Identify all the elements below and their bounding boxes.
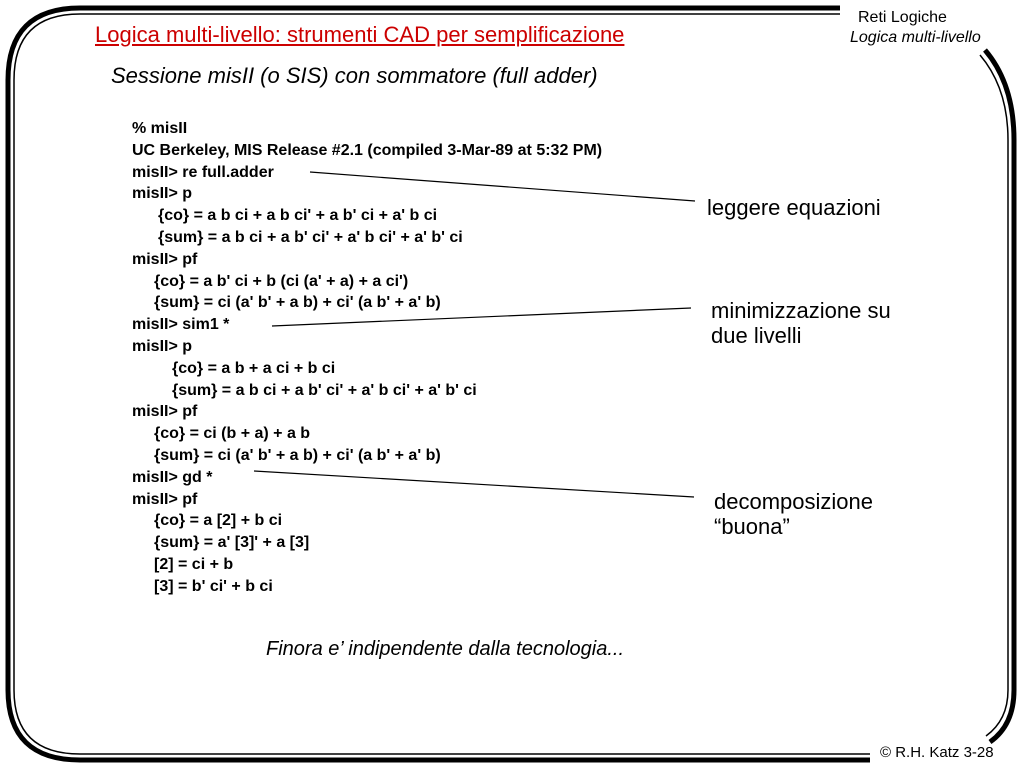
annotation-good-decomp: decomposizione “buona” xyxy=(714,489,873,539)
slide-title: Logica multi-livello: strumenti CAD per … xyxy=(95,22,625,47)
session-line: {co} = a b' ci + b (ci (a' + a) + a ci') xyxy=(154,272,409,290)
annotation-good-decomp-line2: “buona” xyxy=(714,514,790,539)
session-line: [3] = b' ci' + b ci xyxy=(154,577,273,595)
session-line: % misII xyxy=(132,120,188,137)
session-line: {co} = ci (b + a) + a b xyxy=(154,425,311,443)
session-line: misII> pf xyxy=(132,490,198,508)
annotation-read-equations: leggere equazioni xyxy=(707,195,881,220)
annotation-two-level-min-line1: minimizzazione su xyxy=(711,298,891,323)
pointer-two-level-min xyxy=(271,307,692,327)
frame-inner-border xyxy=(13,13,870,755)
session-line: misII> sim1 * xyxy=(132,316,230,334)
session-line: misII> gd * xyxy=(132,468,213,486)
annotation-good-decomp-line1: decomposizione xyxy=(714,489,873,514)
session-line: {sum} = a b ci + a b' ci' + a' b ci' + a… xyxy=(172,381,477,399)
session-line: misII> pf xyxy=(132,403,198,421)
session-line: misII> p xyxy=(132,185,193,203)
session-line: {sum} = ci (a' b' + a b) + ci' (a b' + a… xyxy=(154,446,441,464)
session-line: misII> pf xyxy=(132,250,198,268)
pointer-good-decomp xyxy=(253,470,695,498)
slide-subtitle: Sessione misII (o SIS) con sommatore (fu… xyxy=(111,63,598,88)
session-line: {sum} = a' [3]' + a [3] xyxy=(154,534,310,552)
session-line: {co} = a [2] + b ci xyxy=(154,512,283,530)
frame-outer-border xyxy=(5,5,870,763)
frame-right-inner-border xyxy=(979,54,1009,737)
session-line: UC Berkeley, MIS Release #2.1 (compiled … xyxy=(132,141,603,159)
session-line: misII> p xyxy=(132,337,193,355)
frame-right-border xyxy=(983,48,1017,745)
copyright-page-number: © R.H. Katz 3-28 xyxy=(880,744,994,761)
pointer-read-equations xyxy=(309,171,696,202)
course-name: Reti Logiche xyxy=(858,9,947,26)
topic-name: Logica multi-livello xyxy=(850,29,981,46)
session-line: {sum} = a b ci + a b' ci' + a' b ci' + a… xyxy=(158,228,463,246)
session-line: {co} = a b ci + a b ci' + a b' ci + a' b… xyxy=(158,207,438,225)
session-line: {sum} = ci (a' b' + a b) + ci' (a b' + a… xyxy=(154,294,441,312)
session-line: misII> re full.adder xyxy=(132,163,274,181)
annotation-two-level-min: minimizzazione su due livelli xyxy=(711,298,891,348)
annotation-read-equations-text: leggere equazioni xyxy=(707,195,881,220)
annotation-two-level-min-line2: due livelli xyxy=(711,323,802,348)
session-line: [2] = ci + b xyxy=(154,555,234,573)
misii-session-transcript: % misII UC Berkeley, MIS Release #2.1 (c… xyxy=(132,118,602,598)
session-line: {co} = a b + a ci + b ci xyxy=(172,359,336,377)
footnote-technology-independent: Finora e’ indipendente dalla tecnologia.… xyxy=(266,638,625,660)
